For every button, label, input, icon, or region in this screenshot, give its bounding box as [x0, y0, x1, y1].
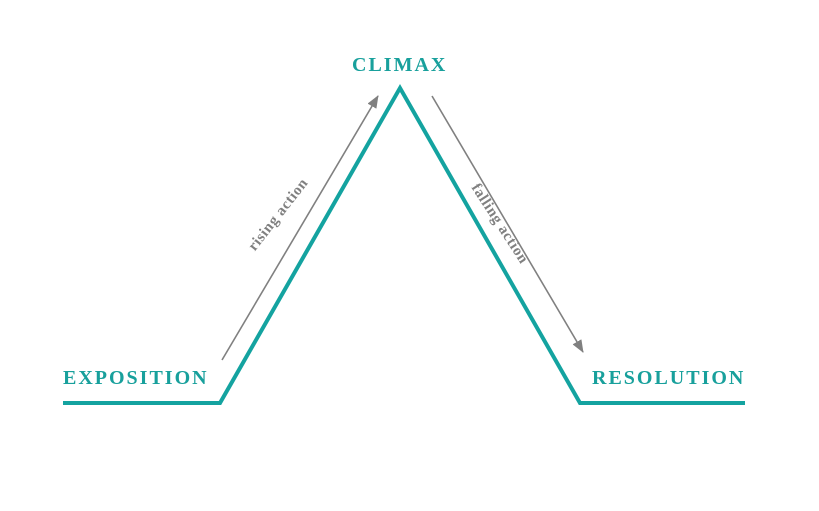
stage-label-climax: CLIMAX: [352, 54, 448, 76]
stage-label-resolution: RESOLUTION: [592, 367, 746, 389]
stage-label-exposition: EXPOSITION: [63, 367, 209, 389]
plot-curve: [63, 83, 745, 405]
falling-action-arrow: [431, 95, 584, 353]
rising-action-arrow: [221, 95, 379, 361]
